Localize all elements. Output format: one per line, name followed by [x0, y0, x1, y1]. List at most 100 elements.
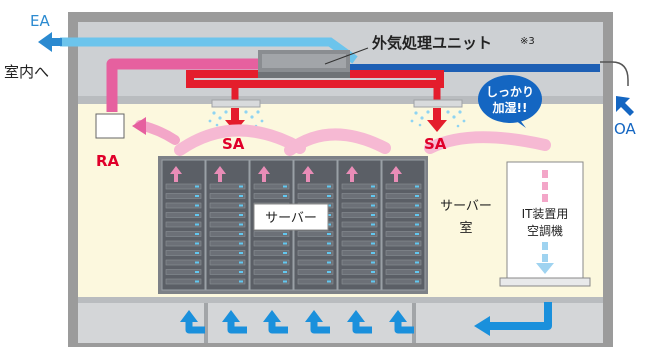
diffuser-right: [413, 99, 463, 108]
oa-arrow: [616, 96, 634, 116]
server-led: [239, 185, 243, 188]
server-led: [327, 280, 331, 283]
server-unit: [209, 259, 246, 266]
rack-exhaust-arrow: [346, 166, 358, 174]
server-unit: [297, 183, 334, 190]
server-led: [327, 252, 331, 254]
server-led: [327, 195, 331, 197]
it-ac-flow-blue: [536, 242, 554, 274]
server-unit: [341, 240, 378, 247]
server-led: [195, 195, 199, 197]
server-led: [239, 214, 243, 216]
server-unit: [385, 221, 422, 228]
server-led: [239, 280, 243, 283]
server-unit: [297, 193, 334, 199]
server-led: [371, 204, 375, 207]
sa-duct: [186, 70, 444, 88]
server-led: [371, 280, 375, 283]
server-led: [195, 252, 199, 254]
server-led: [327, 223, 331, 226]
floor-up-arrow-body: [268, 320, 288, 334]
server-led: [283, 233, 287, 235]
server-led: [195, 261, 199, 264]
server-unit: [253, 183, 290, 190]
server-led: [371, 233, 375, 235]
server-led: [239, 271, 243, 273]
bubble-text-2: 加湿!!: [492, 100, 528, 115]
server-led: [415, 280, 419, 283]
humidify-spray-right: [410, 110, 466, 128]
rack-exhaust-arrow: [214, 166, 226, 174]
outdoor-air-unit: [258, 50, 350, 78]
server-led: [415, 261, 419, 264]
server-unit: [341, 193, 378, 199]
server-unit: [385, 193, 422, 199]
ra-duct: [106, 58, 260, 112]
underfloor-supply-arrowhead: [474, 316, 490, 336]
floor-up-arrow-body: [310, 320, 330, 334]
server-led: [195, 242, 199, 245]
server-unit: [209, 240, 246, 247]
server-unit: [253, 269, 290, 275]
server-led: [415, 214, 419, 216]
server-led: [239, 223, 243, 226]
server-unit: [209, 202, 246, 209]
server-unit: [209, 221, 246, 228]
server-led: [371, 195, 375, 197]
server-room-label-1: サーバー: [440, 199, 492, 214]
floor-up-arrow-head: [222, 310, 240, 322]
floor-up-arrow-head: [347, 310, 365, 322]
ea-label: EA: [30, 12, 50, 30]
server-led: [415, 223, 419, 226]
server-room-label-2: 室: [459, 220, 472, 236]
server-led: [415, 252, 419, 254]
room-airflow-arcs: [174, 124, 551, 156]
server-unit: [297, 278, 334, 285]
server-unit: [209, 269, 246, 275]
server-led: [195, 233, 199, 235]
server-led: [371, 242, 375, 245]
rack-exhaust-arrow: [302, 166, 314, 174]
server-led: [283, 271, 287, 273]
server-unit: [209, 250, 246, 256]
server-unit: [253, 231, 290, 237]
server-unit: [209, 193, 246, 199]
server-unit: [165, 202, 202, 209]
rack-exhaust-arrow: [258, 166, 270, 174]
server-led: [327, 261, 331, 264]
ra-grille: [95, 113, 125, 139]
floor-up-arrow-head: [263, 310, 281, 322]
server-unit: [341, 231, 378, 237]
rack-exhaust-stem: [306, 174, 310, 182]
server-unit: [209, 278, 246, 285]
rack-exhaust-stem: [262, 174, 266, 182]
server-unit: [297, 259, 334, 266]
server-unit: [253, 240, 290, 247]
server-unit: [297, 250, 334, 256]
ceiling-slab: [78, 96, 603, 104]
humidify-bubble: [478, 75, 542, 128]
server-unit: [209, 183, 246, 190]
server-unit: [341, 202, 378, 209]
server-led: [371, 185, 375, 188]
it-ac-label-2: 空調機: [527, 223, 563, 238]
server-unit: [341, 221, 378, 228]
floor-up-arrow-head: [389, 310, 407, 322]
server-unit: [253, 259, 290, 266]
server-unit: [385, 259, 422, 266]
server-unit: [165, 259, 202, 266]
server-unit: [297, 240, 334, 247]
server-led: [415, 185, 419, 188]
oa-label: OA: [614, 120, 637, 138]
server-led: [195, 223, 199, 226]
server-unit: [165, 250, 202, 256]
server-unit: [165, 193, 202, 199]
server-unit: [385, 240, 422, 247]
server-led: [195, 204, 199, 207]
server-led: [327, 242, 331, 245]
ea-arrow-tail: [50, 38, 62, 46]
server-led: [195, 280, 199, 283]
server-led: [239, 252, 243, 254]
rack-exhaust-stem: [174, 174, 178, 182]
server-unit: [253, 193, 290, 199]
